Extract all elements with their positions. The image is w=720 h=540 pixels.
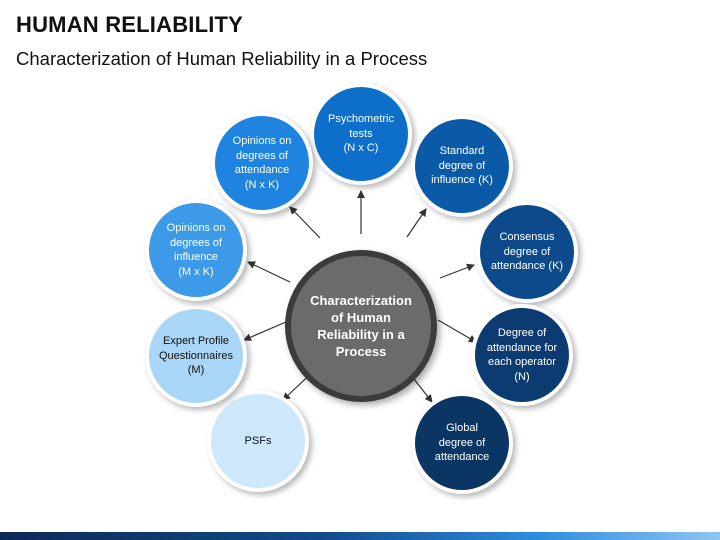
arrow-to-node-degree-of-attendance-each-operator xyxy=(437,319,477,343)
node-consensus-degree-of-attendance: Consensus degree of attendance (K) xyxy=(476,201,578,303)
node-psychometric-tests: Psychometric tests (N x C) xyxy=(310,83,412,185)
node-degree-of-attendance-each-operator-label: Degree of attendance for each operator (… xyxy=(486,327,558,383)
page-subtitle: Characterization of Human Reliability in… xyxy=(16,48,428,69)
node-opinions-degrees-of-attendance: Opinions on degrees of attendance (N x K… xyxy=(211,112,313,214)
page-title: HUMAN RELIABILITY xyxy=(16,12,244,37)
node-global-degree-of-attendance-label: Global degree of attendance xyxy=(434,422,490,464)
node-psfs-label: PSFs xyxy=(244,434,272,447)
node-standard-degree-of-influence: Standard degree of influence (K) xyxy=(411,115,513,217)
node-opinions-degrees-of-influence: Opinions on degrees of influence (M x K) xyxy=(145,199,247,301)
node-degree-of-attendance-each-operator: Degree of attendance for each operator (… xyxy=(471,304,573,406)
node-global-degree-of-attendance: Global degree of attendance xyxy=(411,392,513,494)
node-consensus-degree-of-attendance-label: Consensus degree of attendance (K) xyxy=(490,231,564,273)
arrow-to-node-standard-degree-of-influence xyxy=(406,208,427,238)
node-expert-profile-questionnaires: Expert Profile Questionnaires (M) xyxy=(145,305,247,407)
node-psychometric-tests-label: Psychometric tests (N x C) xyxy=(327,113,395,155)
node-opinions-degrees-of-influence-label: Opinions on degrees of influence (M x K) xyxy=(166,222,226,278)
node-expert-profile-questionnaires-label: Expert Profile Questionnaires (M) xyxy=(159,335,233,377)
node-opinions-degrees-of-attendance-label: Opinions on degrees of attendance (N x K… xyxy=(232,135,292,191)
node-psfs: PSFs xyxy=(207,390,309,492)
arrow-to-node-expert-profile-questionnaires xyxy=(243,321,287,341)
node-standard-degree-of-influence-label: Standard degree of influence (K) xyxy=(431,145,493,187)
center-circle: Characterization of Human Reliability in… xyxy=(285,250,437,402)
arrow-to-node-opinions-degrees-of-attendance xyxy=(289,206,321,239)
center-label: Characterization of Human Reliability in… xyxy=(310,293,412,359)
bottom-accent-bar xyxy=(0,532,720,540)
arrow-to-node-consensus-degree-of-attendance xyxy=(439,263,475,279)
arrow-to-node-opinions-degrees-of-influence xyxy=(247,261,291,283)
